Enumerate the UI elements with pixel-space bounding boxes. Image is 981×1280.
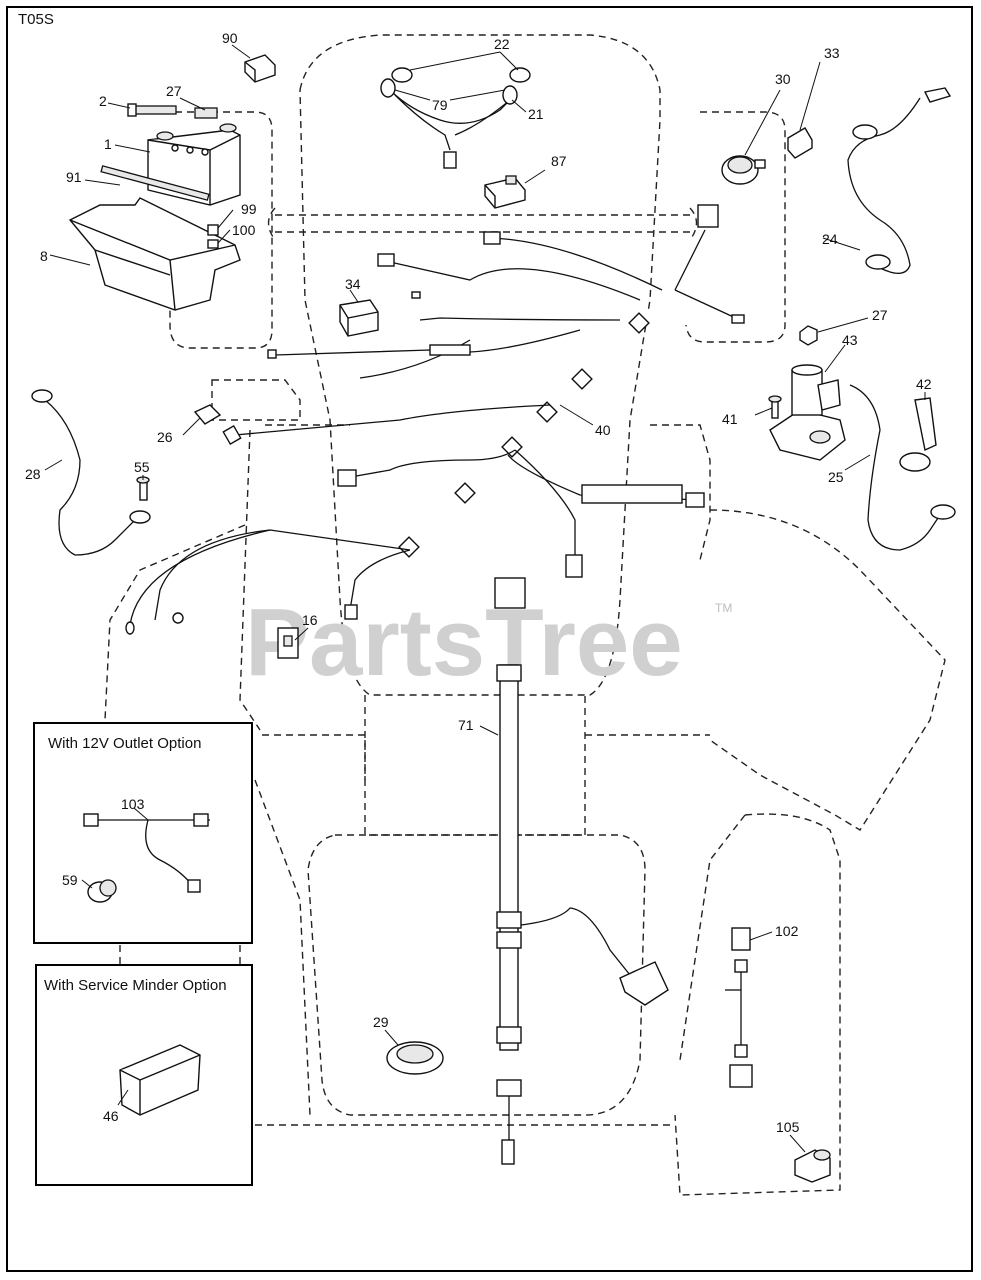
ground-leads xyxy=(125,612,184,635)
nut-27 xyxy=(799,325,818,346)
cable-28 xyxy=(31,389,151,556)
outlet-option-title: With 12V Outlet Option xyxy=(48,735,201,752)
cable-24 xyxy=(847,87,952,274)
callout-8: 8 xyxy=(40,248,48,264)
relay-87 xyxy=(484,175,526,209)
callout-30: 30 xyxy=(775,71,791,87)
headlight-harness xyxy=(380,67,531,169)
callout-41: 41 xyxy=(722,411,738,427)
callout-2: 2 xyxy=(99,93,107,109)
callout-90: 90 xyxy=(222,30,238,46)
part-33 xyxy=(787,127,813,159)
callout-43: 43 xyxy=(842,332,858,348)
callout-1: 1 xyxy=(104,136,112,152)
callout-105: 105 xyxy=(776,1119,800,1135)
callout-99: 99 xyxy=(241,201,257,217)
callout-100: 100 xyxy=(232,222,256,238)
callout-55: 55 xyxy=(134,459,150,475)
callout-102: 102 xyxy=(775,923,799,939)
callout-numbers: 90 22 33 27 2 79 21 30 1 87 91 99 100 24… xyxy=(25,30,932,1135)
callout-27b: 27 xyxy=(872,307,888,323)
bolt-41 xyxy=(768,395,782,419)
switch-105 xyxy=(794,1149,831,1183)
chassis-outline xyxy=(104,34,946,1196)
battery-tray-8 xyxy=(68,165,241,311)
battery-bolt-2 xyxy=(127,103,218,119)
callout-29: 29 xyxy=(373,1014,389,1030)
solenoid-43 xyxy=(769,364,846,461)
watermark: PartsTree xyxy=(245,589,683,696)
callout-leaders xyxy=(44,44,926,1153)
callout-34: 34 xyxy=(345,276,361,292)
callout-27a: 27 xyxy=(166,83,182,99)
harness-102 xyxy=(725,927,753,1088)
diagram-code: T05S xyxy=(18,11,54,28)
outlet-option-box: With 12V Outlet Option xyxy=(33,722,253,944)
callout-25: 25 xyxy=(828,469,844,485)
grommet-29 xyxy=(386,1041,444,1075)
harness-71 xyxy=(494,577,669,1165)
callout-87: 87 xyxy=(551,153,567,169)
callout-79: 79 xyxy=(432,97,448,113)
fuse-holder-26 xyxy=(193,404,222,425)
callout-46: 46 xyxy=(103,1108,119,1124)
callout-22: 22 xyxy=(494,36,510,52)
callout-40: 40 xyxy=(595,422,611,438)
callout-91: 91 xyxy=(66,169,82,185)
callout-26: 26 xyxy=(157,429,173,445)
callout-42: 42 xyxy=(916,376,932,392)
watermark-tm: TM xyxy=(715,601,732,615)
part-90 xyxy=(244,54,276,83)
callout-16: 16 xyxy=(302,612,318,628)
service-minder-option-box: With Service Minder Option xyxy=(35,964,253,1186)
callout-28: 28 xyxy=(25,466,41,482)
service-minder-option-title: With Service Minder Option xyxy=(44,977,227,994)
callout-103: 103 xyxy=(121,796,145,812)
callout-21: 21 xyxy=(528,106,544,122)
switch-34 xyxy=(339,299,379,337)
switch-16 xyxy=(277,627,299,659)
cable-25 xyxy=(849,384,956,551)
callout-59: 59 xyxy=(62,872,78,888)
ignition-switch-30 xyxy=(721,155,766,185)
callout-24: 24 xyxy=(822,231,838,247)
boot-42 xyxy=(899,397,937,472)
callout-33: 33 xyxy=(824,45,840,61)
bolt-55 xyxy=(136,476,150,501)
callout-71: 71 xyxy=(458,717,474,733)
main-harness-40 xyxy=(129,204,745,626)
diagram-frame xyxy=(6,6,973,1272)
